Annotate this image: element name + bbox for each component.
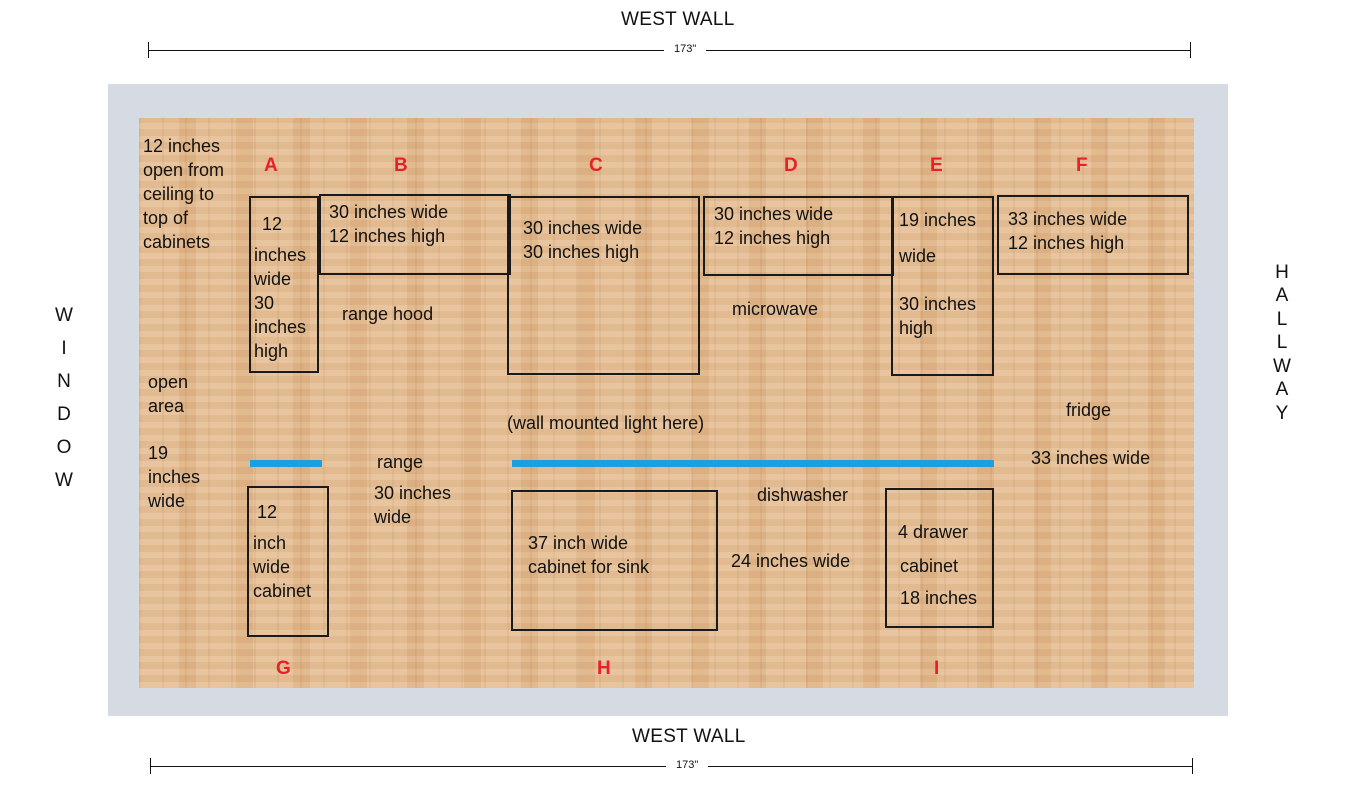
countertop-line-main [512, 460, 994, 467]
cabinet-letter-i: I [934, 658, 940, 679]
cabinet-c [507, 196, 700, 375]
cabinet-h [511, 490, 718, 631]
countertop-line-left [250, 460, 322, 467]
fridge-width: 33 inches wide [1031, 448, 1151, 468]
bottom-wall-label: WEST WALL [632, 726, 746, 747]
cabinet-a [249, 196, 319, 373]
cabinet-i [885, 488, 994, 628]
bottom-dimension-label: 173" [666, 759, 709, 771]
cabinet-letter-h: H [597, 658, 611, 679]
cabinet-f [997, 195, 1189, 275]
cabinet-letter-e: E [930, 155, 943, 176]
cabinet-letter-f: F [1076, 155, 1088, 176]
wall-light-note: (wall mounted light here) [507, 413, 705, 433]
floor [139, 118, 1194, 688]
cabinet-b [319, 194, 511, 275]
cabinet-letter-g: G [276, 658, 291, 679]
top-dimension-label: 173" [664, 43, 707, 55]
range-hood-label: range hood [342, 304, 434, 324]
cabinet-e [891, 196, 994, 376]
dishwasher-width: 24 inches wide [731, 551, 851, 571]
microwave-label: microwave [732, 299, 819, 319]
cabinet-letter-c: C [589, 155, 603, 176]
cabinet-letter-a: A [264, 155, 278, 176]
cabinet-d [703, 196, 894, 276]
fridge-label: fridge [1066, 400, 1112, 420]
top-wall-label: WEST WALL [621, 9, 735, 30]
dishwasher-label: dishwasher [757, 485, 849, 505]
cabinet-letter-b: B [394, 155, 408, 176]
cabinet-letter-d: D [784, 155, 798, 176]
cabinet-g [247, 486, 329, 637]
